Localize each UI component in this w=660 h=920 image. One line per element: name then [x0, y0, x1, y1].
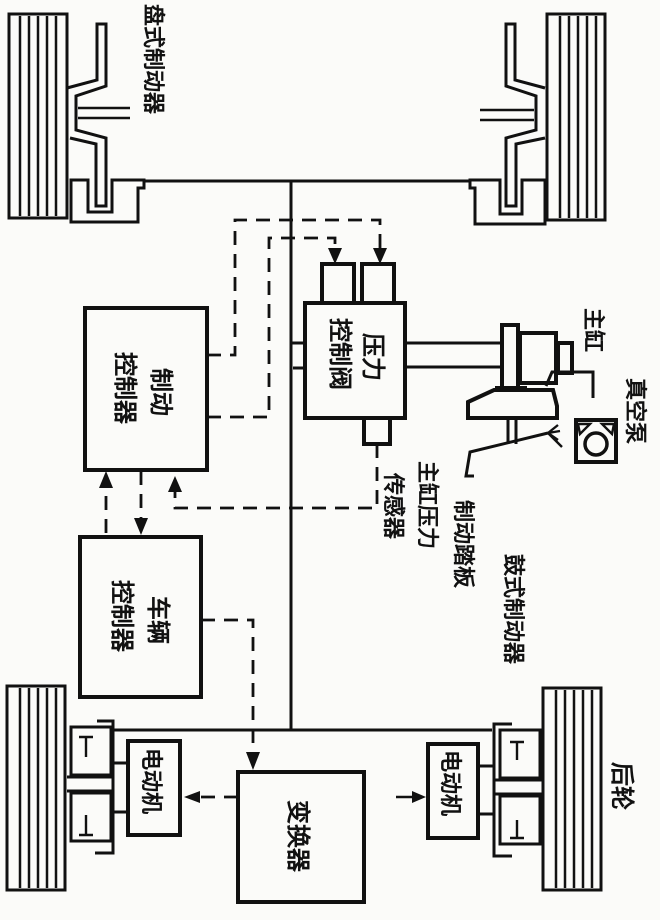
vacuum-pump-label: 真空泵 — [622, 378, 648, 444]
signal-vehicle-to-converter — [201, 618, 255, 752]
motor-left-label: 电动机 — [138, 748, 163, 814]
sensor-label-1: 主缸压力 — [414, 461, 440, 549]
rear-wheel-label: 后轮 — [608, 762, 636, 810]
vehicle-controller-label-1: 车辆 — [144, 596, 172, 644]
signal-line-solenoid-2 — [207, 218, 382, 357]
front-right-wheel — [545, 12, 607, 222]
pressure-control-valve: 压力 控制阀 — [291, 262, 407, 446]
brake-pedal-label: 制动踏板 — [450, 500, 475, 589]
converter-label: 变换器 — [284, 800, 312, 873]
motor-right: 电动机 — [426, 742, 480, 840]
disc-brake-left — [66, 22, 146, 224]
rear-right-wheel — [541, 686, 603, 892]
disc-brake-right — [468, 22, 547, 226]
rear-left-wheel — [5, 684, 67, 892]
master-cylinder-assembly — [464, 323, 595, 478]
vacuum-pump — [574, 418, 618, 464]
converter: 变换器 — [236, 770, 366, 904]
drum-brake-right — [478, 722, 543, 858]
pressure-valve-label-2: 控制阀 — [326, 318, 354, 390]
motor-left: 电动机 — [126, 739, 182, 837]
front-left-wheel — [7, 12, 69, 220]
pressure-valve-label-1: 压力 — [359, 333, 387, 381]
signal-line-solenoid-1 — [207, 236, 337, 419]
brake-controller-label-2: 控制器 — [111, 352, 139, 425]
master-cylinder-label: 主缸 — [580, 308, 606, 352]
vehicle-controller-label-2: 控制器 — [108, 580, 136, 653]
sensor-label-2: 传感器 — [380, 472, 406, 540]
brake-controller: 制动 控制器 — [83, 306, 209, 472]
drum-brake-label: 鼓式制动器 — [500, 554, 525, 665]
disc-brake-label: 盘式制动器 — [140, 4, 166, 115]
drum-brake-left — [67, 719, 128, 855]
brake-controller-label-1: 制动 — [147, 368, 175, 416]
motor-right-label: 电动机 — [437, 750, 462, 816]
vehicle-controller: 车辆 控制器 — [78, 535, 203, 699]
